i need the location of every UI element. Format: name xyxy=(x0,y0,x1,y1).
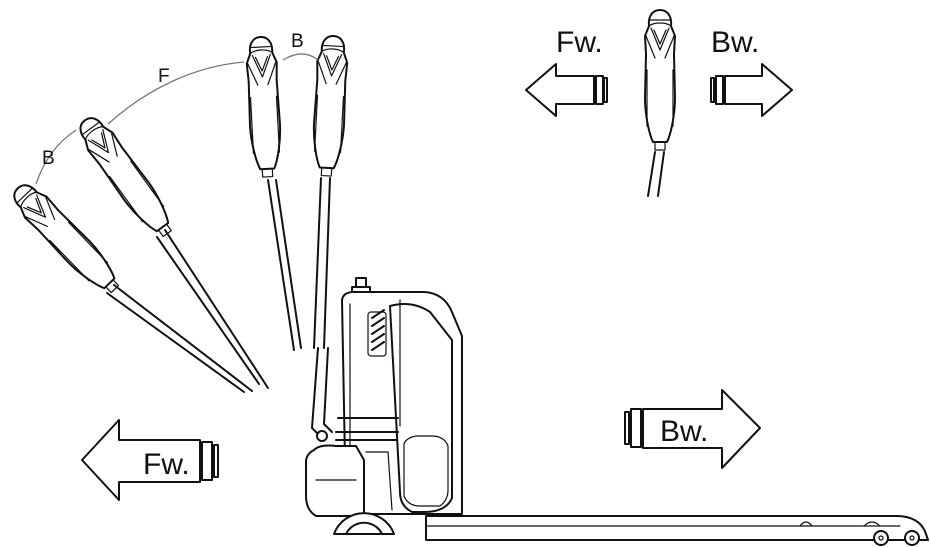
top-backward-label: Bw. xyxy=(711,26,759,59)
tiller-handle-low xyxy=(71,110,269,389)
tiller-handle-high xyxy=(244,35,302,351)
top-forward-arrow xyxy=(525,63,608,117)
movement-arcs xyxy=(35,53,319,185)
arc-label-b-top: B xyxy=(291,31,304,52)
top-backward-arrow xyxy=(710,63,793,117)
throttle-handle-detail xyxy=(644,9,676,197)
bottom-forward-arrow xyxy=(81,419,219,501)
top-forward-label: Fw. xyxy=(556,26,603,59)
bottom-backward-arrow xyxy=(624,389,761,469)
arc-label-f: F xyxy=(158,66,170,87)
bottom-backward-label: Bw. xyxy=(660,415,708,448)
pallet-truck-body xyxy=(305,277,463,535)
bottom-forward-label: Fw. xyxy=(143,448,190,481)
tiller-handle-upright xyxy=(310,34,350,349)
pallet-fork xyxy=(425,515,929,546)
arc-label-b-left: B xyxy=(42,148,55,169)
tiller-handle-lowest xyxy=(5,176,253,393)
